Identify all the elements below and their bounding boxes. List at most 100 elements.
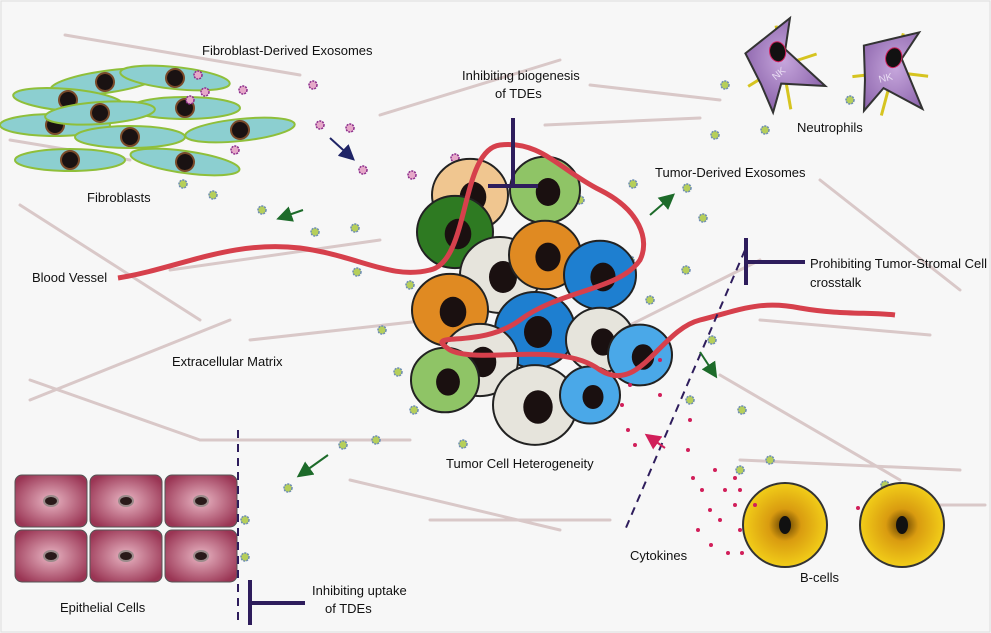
tumor-derived-exosome <box>737 405 747 415</box>
inhibitor-uptake-icon <box>248 580 305 625</box>
cytokine <box>723 488 727 492</box>
tumor-cell-cluster <box>410 155 673 446</box>
fibroblast-derived-exosome <box>315 120 325 130</box>
tumor-derived-exosome <box>685 395 695 405</box>
nk-cells: NK NK <box>744 15 929 116</box>
cytokine <box>658 358 662 362</box>
dashed-barrier-tumor-stroma <box>624 249 746 531</box>
cytokine <box>620 403 624 407</box>
exosomes <box>178 70 890 562</box>
tumor-derived-exosome <box>409 405 419 415</box>
fibroblast-derived-exosome <box>185 95 195 105</box>
tumor-cell-nucleus <box>582 385 604 409</box>
fibroblast-cells <box>0 64 296 177</box>
label-inhibit-uptake-2: of TDEs <box>325 601 372 616</box>
epithelial-nucleus <box>43 550 59 562</box>
label-inhibit-biogenesis-2: of TDEs <box>495 86 542 101</box>
label-prohibit-crosstalk-1: Prohibiting Tumor-Stromal Cell <box>810 256 988 271</box>
tumor-derived-exosome <box>682 183 692 193</box>
cytokine <box>726 551 730 555</box>
cytokine <box>686 448 690 452</box>
arrow-to-epithelial <box>296 454 329 478</box>
arrow-to-fibroblasts <box>276 206 304 222</box>
tumor-derived-exosome <box>760 125 770 135</box>
blood-vessel <box>117 141 896 379</box>
fibroblast-cell <box>184 116 296 144</box>
cytokine <box>738 488 742 492</box>
epithelial-cells <box>14 474 238 583</box>
cytokine <box>709 543 713 547</box>
epithelial-nucleus <box>193 495 209 507</box>
arrow-cytokines <box>644 433 666 450</box>
cytokine <box>633 443 637 447</box>
tumor-derived-exosome <box>845 95 855 105</box>
tumor-derived-exosome <box>710 130 720 140</box>
tumor-derived-exosome <box>645 295 655 305</box>
tumor-derived-exosome <box>310 227 320 237</box>
epithelial-nucleus <box>43 495 59 507</box>
tumor-derived-exosome <box>208 190 218 200</box>
label-neutrophils: Neutrophils <box>797 120 863 135</box>
nk-cell: NK <box>744 15 829 116</box>
epithelial-nucleus <box>118 550 134 562</box>
tumor-derived-exosome <box>698 213 708 223</box>
cytokine <box>718 518 722 522</box>
fibroblast-cell <box>14 148 126 172</box>
label-epithelial-cells: Epithelial Cells <box>60 600 146 615</box>
ecm-fiber <box>738 458 962 472</box>
cytokine <box>700 488 704 492</box>
fibroblast-derived-exosome <box>358 165 368 175</box>
b-cell-nucleus <box>896 516 908 534</box>
ecm-fiber <box>543 116 702 127</box>
fibroblast-derived-exosome <box>193 70 203 80</box>
tumor-derived-exosome <box>393 367 403 377</box>
tumor-cell-nucleus <box>631 344 655 370</box>
label-cytokines: Cytokines <box>630 548 688 563</box>
tumor-cell-nucleus <box>535 242 561 272</box>
cytokine <box>688 418 692 422</box>
arrow-fibroblast-exosomes <box>329 137 355 161</box>
tumor-derived-exosome <box>283 483 293 493</box>
ecm-fiber <box>758 318 932 337</box>
cytokine <box>708 508 712 512</box>
label-prohibit-crosstalk-2: crosstalk <box>810 275 862 290</box>
cytokine <box>740 551 744 555</box>
tumor-cell-nucleus <box>489 261 517 293</box>
arrow-to-stroma <box>699 351 718 379</box>
fibroblast-cell <box>44 100 156 126</box>
fibroblast-derived-exosome <box>200 87 210 97</box>
label-fibroblast-exosomes: Fibroblast-Derived Exosomes <box>202 43 373 58</box>
arrow-tumor-exosomes <box>649 193 676 216</box>
label-tumor-heterogeneity: Tumor Cell Heterogeneity <box>446 456 594 471</box>
tumor-derived-exosome <box>377 325 387 335</box>
tumor-derived-exosome <box>371 435 381 445</box>
inhibitor-biogenesis-icon <box>488 118 538 188</box>
fibroblast-cell <box>74 125 186 149</box>
fibroblast-cell <box>129 147 241 177</box>
nk-label: NK <box>878 72 895 86</box>
label-inhibit-biogenesis-1: Inhibiting biogenesis <box>462 68 580 83</box>
ecm-fiber <box>348 478 562 532</box>
ecm-fiber <box>63 33 302 77</box>
label-inhibit-uptake-1: Inhibiting uptake <box>312 583 407 598</box>
cytokine <box>738 528 742 532</box>
tumor-derived-exosome <box>720 80 730 90</box>
tumor-derived-exosome <box>352 267 362 277</box>
tumor-derived-exosome <box>178 179 188 189</box>
tumor-derived-exosome <box>707 335 717 345</box>
cytokine <box>628 383 632 387</box>
label-fibroblasts: Fibroblasts <box>87 190 151 205</box>
ecm-fiber <box>28 318 232 402</box>
tumor-cell-nucleus <box>535 178 561 206</box>
cytokine <box>733 503 737 507</box>
tumor-cell-nucleus <box>439 296 467 328</box>
fibroblast-derived-exosome <box>238 85 248 95</box>
tumor-derived-exosome <box>350 223 360 233</box>
label-blood-vessel: Blood Vessel <box>32 270 108 285</box>
cytokine <box>626 428 630 432</box>
tumor-derived-exosome <box>628 179 638 189</box>
ecm-fiber <box>818 178 962 292</box>
tumor-derived-exosome <box>458 439 468 449</box>
